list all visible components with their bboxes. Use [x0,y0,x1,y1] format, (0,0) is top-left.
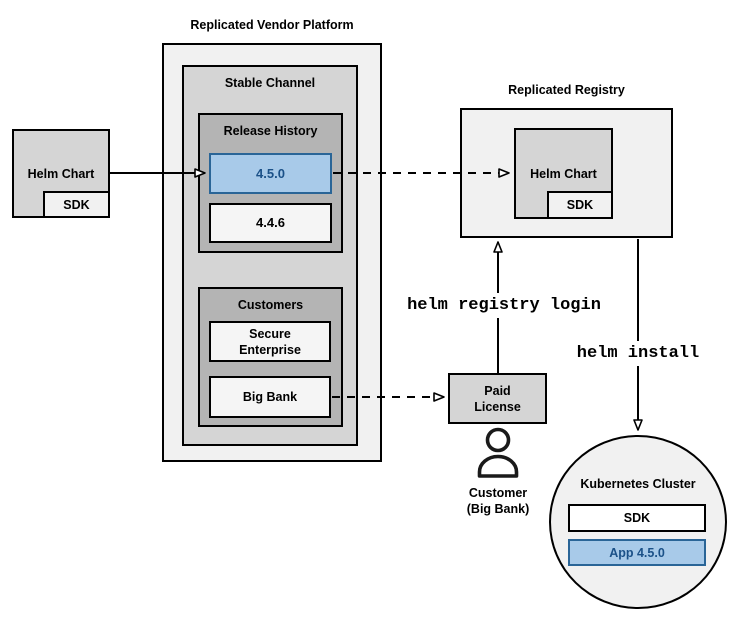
helm-chart-source-label: Helm Chart [27,166,95,181]
paid-license-label: Paid License [474,383,521,414]
paid-license-box: Paid License [448,373,547,424]
kubernetes-cluster-title: Kubernetes Cluster [580,477,696,491]
registry-sdk-label: SDK [566,198,594,212]
customer-person-icon [477,427,519,478]
helm-chart-source-sdk-box: SDK [43,191,110,218]
kubernetes-app-box: App 4.5.0 [568,539,706,566]
customer-caption: Customer (Big Bank) [448,485,548,517]
release-4-4-6-box: 4.4.6 [209,203,332,243]
customer-secure-enterprise-label: Secure Enterprise [239,326,301,357]
customers-label: Customers [237,298,304,312]
kubernetes-app-label: App 4.5.0 [609,545,665,560]
customer-big-bank-box: Big Bank [209,376,331,418]
customer-big-bank-label: Big Bank [242,390,298,404]
release-history-label: Release History [223,124,318,138]
helm-registry-login-command: helm registry login [402,293,606,318]
kubernetes-sdk-label: SDK [623,511,651,525]
customer-secure-enterprise-box: Secure Enterprise [209,321,331,362]
vendor-platform-title: Replicated Vendor Platform [190,18,354,32]
registry-helm-chart-label: Helm Chart [530,166,597,181]
registry-title: Replicated Registry [508,83,625,97]
customer-caption-line1: Customer [468,486,528,500]
helm-install-command: helm install [571,341,705,366]
stable-channel-label: Stable Channel [224,76,316,90]
kubernetes-sdk-box: SDK [568,504,706,532]
release-4-5-0-label: 4.5.0 [256,165,285,181]
customer-caption-line2: (Big Bank) [466,502,530,516]
release-4-4-6-label: 4.4.6 [256,215,285,230]
helm-chart-source-sdk-label: SDK [63,197,90,212]
registry-sdk-box: SDK [547,191,613,219]
release-4-5-0-box: 4.5.0 [209,153,332,194]
